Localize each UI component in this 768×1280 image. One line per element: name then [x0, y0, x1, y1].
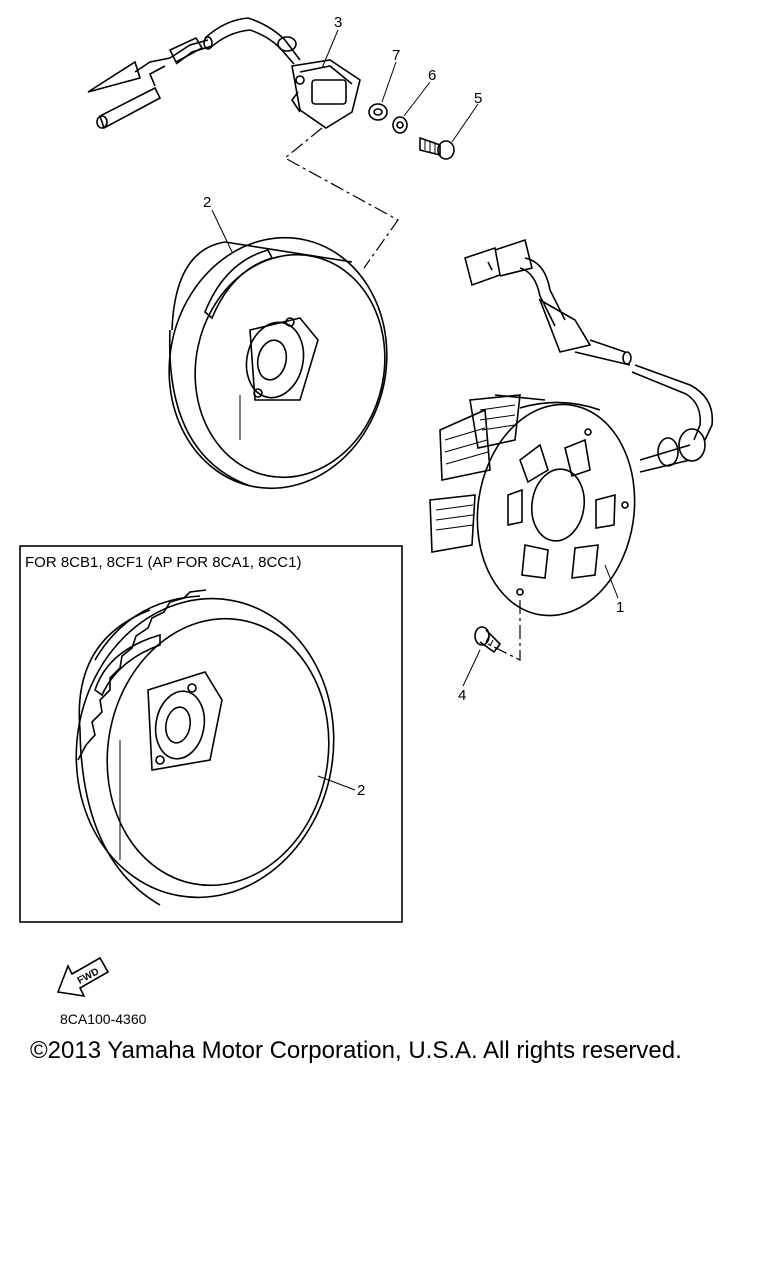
callout-5: 5: [474, 90, 482, 107]
callout-2-inset: 2: [357, 782, 365, 799]
figure-code: 8CA100-4360: [60, 1011, 147, 1027]
callout-1: 1: [616, 599, 624, 616]
callout-3: 3: [334, 14, 342, 31]
stator-assembly: [429, 238, 714, 661]
leader-lines: [211, 29, 619, 791]
inset-box: FOR 8CB1, 8CF1 (AP FOR 8CA1, 8CC1): [19, 545, 403, 923]
grommet-7: [368, 103, 388, 121]
callout-7: 7: [392, 47, 400, 64]
inset-title: FOR 8CB1, 8CF1 (AP FOR 8CA1, 8CC1): [25, 554, 301, 571]
washer-6: [392, 116, 408, 134]
screw-4: [474, 626, 502, 654]
callout-labels: 3 7 6 5 2 1 4 2: [203, 14, 624, 799]
callout-4: 4: [458, 687, 466, 704]
rotor-flywheel: [168, 236, 388, 490]
bolt-5: [419, 136, 455, 160]
callout-6: 6: [428, 67, 436, 84]
callout-2-upper: 2: [203, 194, 211, 211]
fwd-arrow-icon: FWD: [56, 956, 110, 998]
copyright-notice: ©2013 Yamaha Motor Corporation, U.S.A. A…: [30, 1037, 682, 1064]
pickup-coil-assembly: [87, 17, 399, 269]
